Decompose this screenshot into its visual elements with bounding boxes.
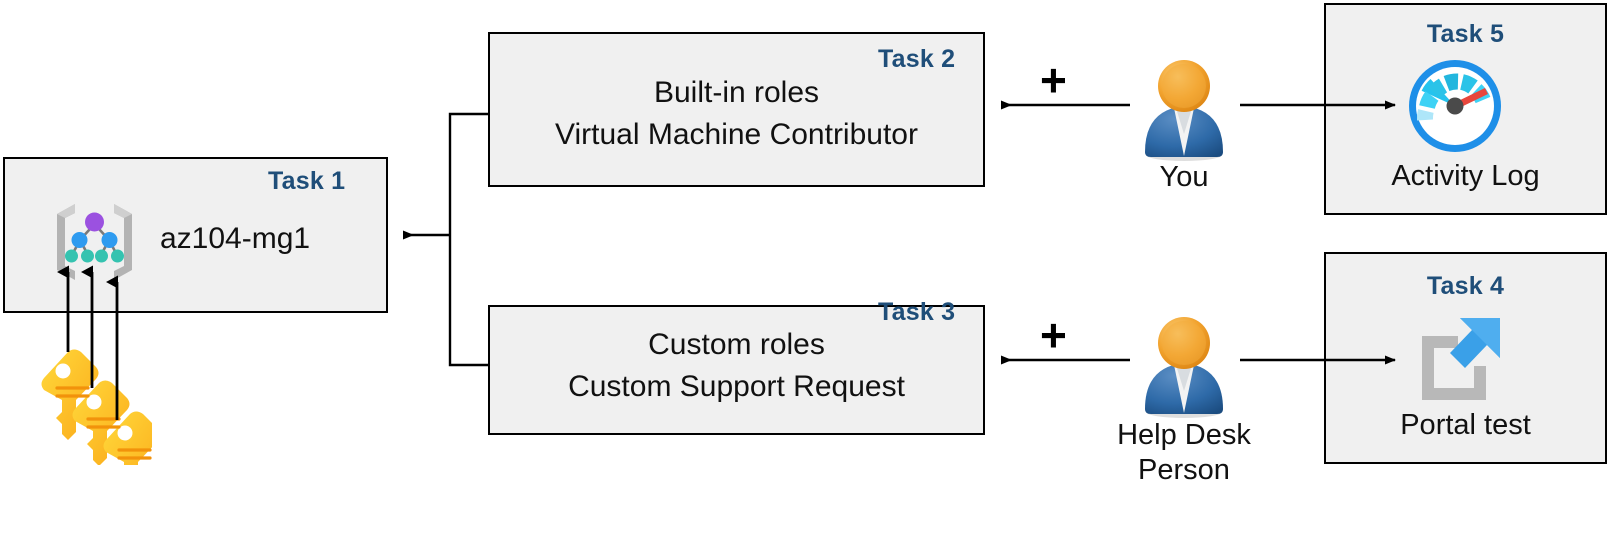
task4-task-label: Task 4	[1426, 272, 1505, 300]
helpdesk-caption-line1: Help Desk	[1117, 419, 1251, 451]
plus-sign-top: +	[1040, 54, 1067, 106]
gauge-icon	[1400, 57, 1510, 155]
you-caption: You	[1159, 161, 1209, 193]
task2-line2: Virtual Machine Contributor	[555, 118, 918, 151]
task4-caption: Portal test	[1400, 409, 1531, 441]
external-link-icon	[1408, 310, 1508, 408]
task3-task-label: Task 3	[878, 298, 956, 326]
task5-task-label: Task 5	[1426, 20, 1505, 48]
plus-sign-bottom: +	[1040, 309, 1067, 361]
connector-roles-to-mg	[403, 112, 488, 367]
task1-text: az104-mg1	[160, 222, 311, 255]
keys-icon	[32, 340, 161, 498]
task3-box[interactable]	[488, 305, 985, 435]
helpdesk-person-icon	[1135, 313, 1233, 418]
task2-task-label: Task 2	[878, 45, 956, 73]
task3-line1: Custom roles	[648, 328, 825, 361]
helpdesk-caption-line2: Person	[1138, 454, 1230, 486]
you-person-icon	[1135, 56, 1233, 161]
task2-line1: Built-in roles	[653, 76, 820, 109]
task5-caption: Activity Log	[1391, 160, 1540, 192]
task2-box[interactable]	[488, 32, 985, 187]
task3-line2: Custom Support Request	[568, 370, 905, 403]
management-group-icon	[47, 198, 142, 283]
task1-task-label: Task 1	[268, 167, 346, 195]
